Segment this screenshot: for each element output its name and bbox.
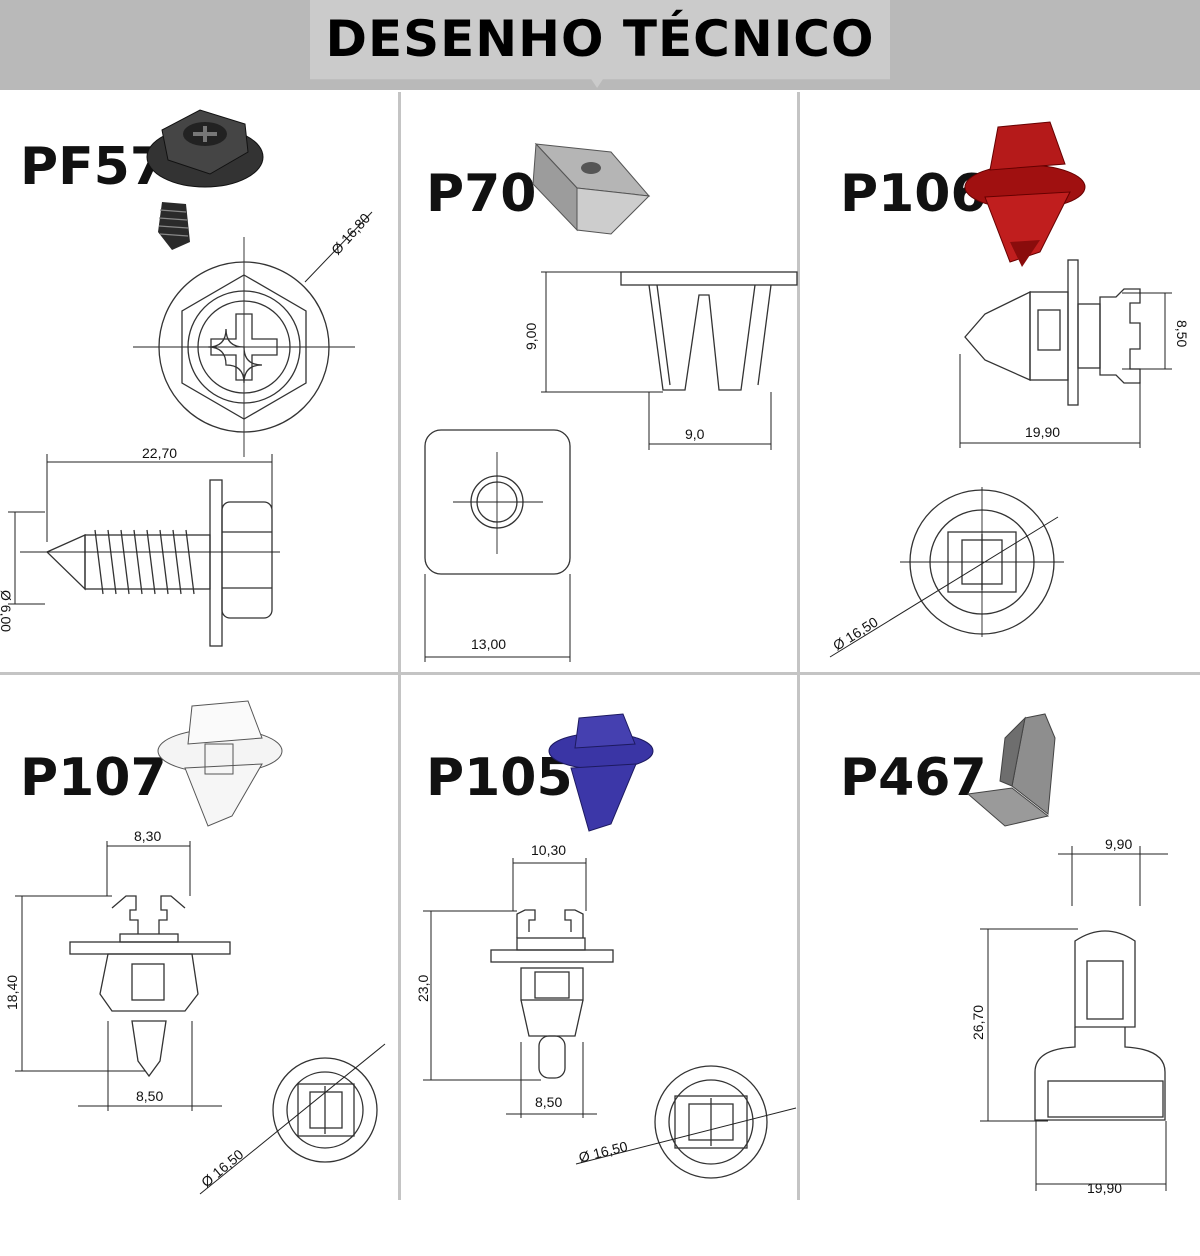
p106-render — [964, 121, 1086, 267]
part-cell-p70: P70 9,00 9,0 — [401, 92, 799, 672]
part-cell-p106: P106 — [800, 92, 1198, 672]
pf57-top-view — [133, 211, 373, 457]
part-cell-p105: P105 — [401, 676, 799, 1256]
part-code: P70 — [426, 164, 537, 224]
p105-top-view — [575, 1065, 797, 1179]
p70-top-view — [424, 429, 571, 662]
p105-render — [548, 713, 654, 832]
dim-bottom: 19,90 — [1087, 1180, 1123, 1196]
dim-width: 9,0 — [685, 426, 705, 442]
dim-head: 8,50 — [1174, 320, 1190, 348]
p467-drawing — [966, 713, 1168, 1191]
part-cell-p467: P467 9,90 26,70 19,90 — [800, 676, 1200, 1256]
p70-drawing — [424, 142, 798, 662]
dim-top: 9,90 — [1105, 836, 1133, 852]
p107-top-view — [199, 1043, 386, 1195]
page-title: DESENHO TÉCNICO — [325, 10, 875, 68]
pf57-side-view — [8, 454, 280, 647]
p467-drawing-front — [980, 846, 1168, 1191]
part-code: P106 — [840, 164, 987, 224]
p107-side-view — [15, 841, 231, 1111]
p107-drawing — [15, 700, 386, 1195]
part-code: P467 — [840, 748, 987, 808]
dim-length: 19,90 — [1025, 424, 1061, 440]
p106-side-view — [959, 259, 1172, 448]
dim-top: 10,30 — [531, 842, 567, 858]
dim-thread-diameter: Ø 6,00 — [0, 590, 14, 633]
part-code: PF57 — [20, 137, 166, 197]
pf57-drawing — [8, 109, 373, 647]
dim-height: 23,0 — [415, 974, 431, 1002]
grid-divider-horizontal — [0, 672, 1200, 675]
part-code: P105 — [426, 748, 573, 808]
p106-top-view — [829, 487, 1064, 658]
pf57-render — [146, 109, 264, 250]
p105-side-view — [423, 858, 614, 1118]
p106-drawing — [829, 121, 1172, 658]
p70-side-view — [541, 271, 798, 450]
part-code: P107 — [20, 748, 167, 808]
dim-bottom: 8,50 — [535, 1094, 563, 1110]
header-title-tab — [310, 0, 890, 88]
dim-top: 8,30 — [134, 828, 162, 844]
part-cell-pf57: PF57 — [0, 92, 398, 672]
p107-render — [157, 700, 283, 827]
dim-height: 9,00 — [523, 322, 539, 350]
grid-divider-vertical-1 — [398, 92, 401, 1200]
grid-divider-vertical-2 — [797, 92, 800, 1200]
dim-base: 13,00 — [471, 636, 507, 652]
dim-height: 26,70 — [970, 1004, 986, 1040]
dim-bottom: 8,50 — [136, 1088, 164, 1104]
dim-height: 18,40 — [4, 974, 20, 1010]
p467-render — [966, 713, 1056, 827]
dim-length: 22,70 — [142, 445, 178, 461]
p70-render — [532, 142, 651, 235]
part-cell-p107: P107 — [0, 676, 398, 1256]
p105-drawing — [423, 713, 797, 1179]
